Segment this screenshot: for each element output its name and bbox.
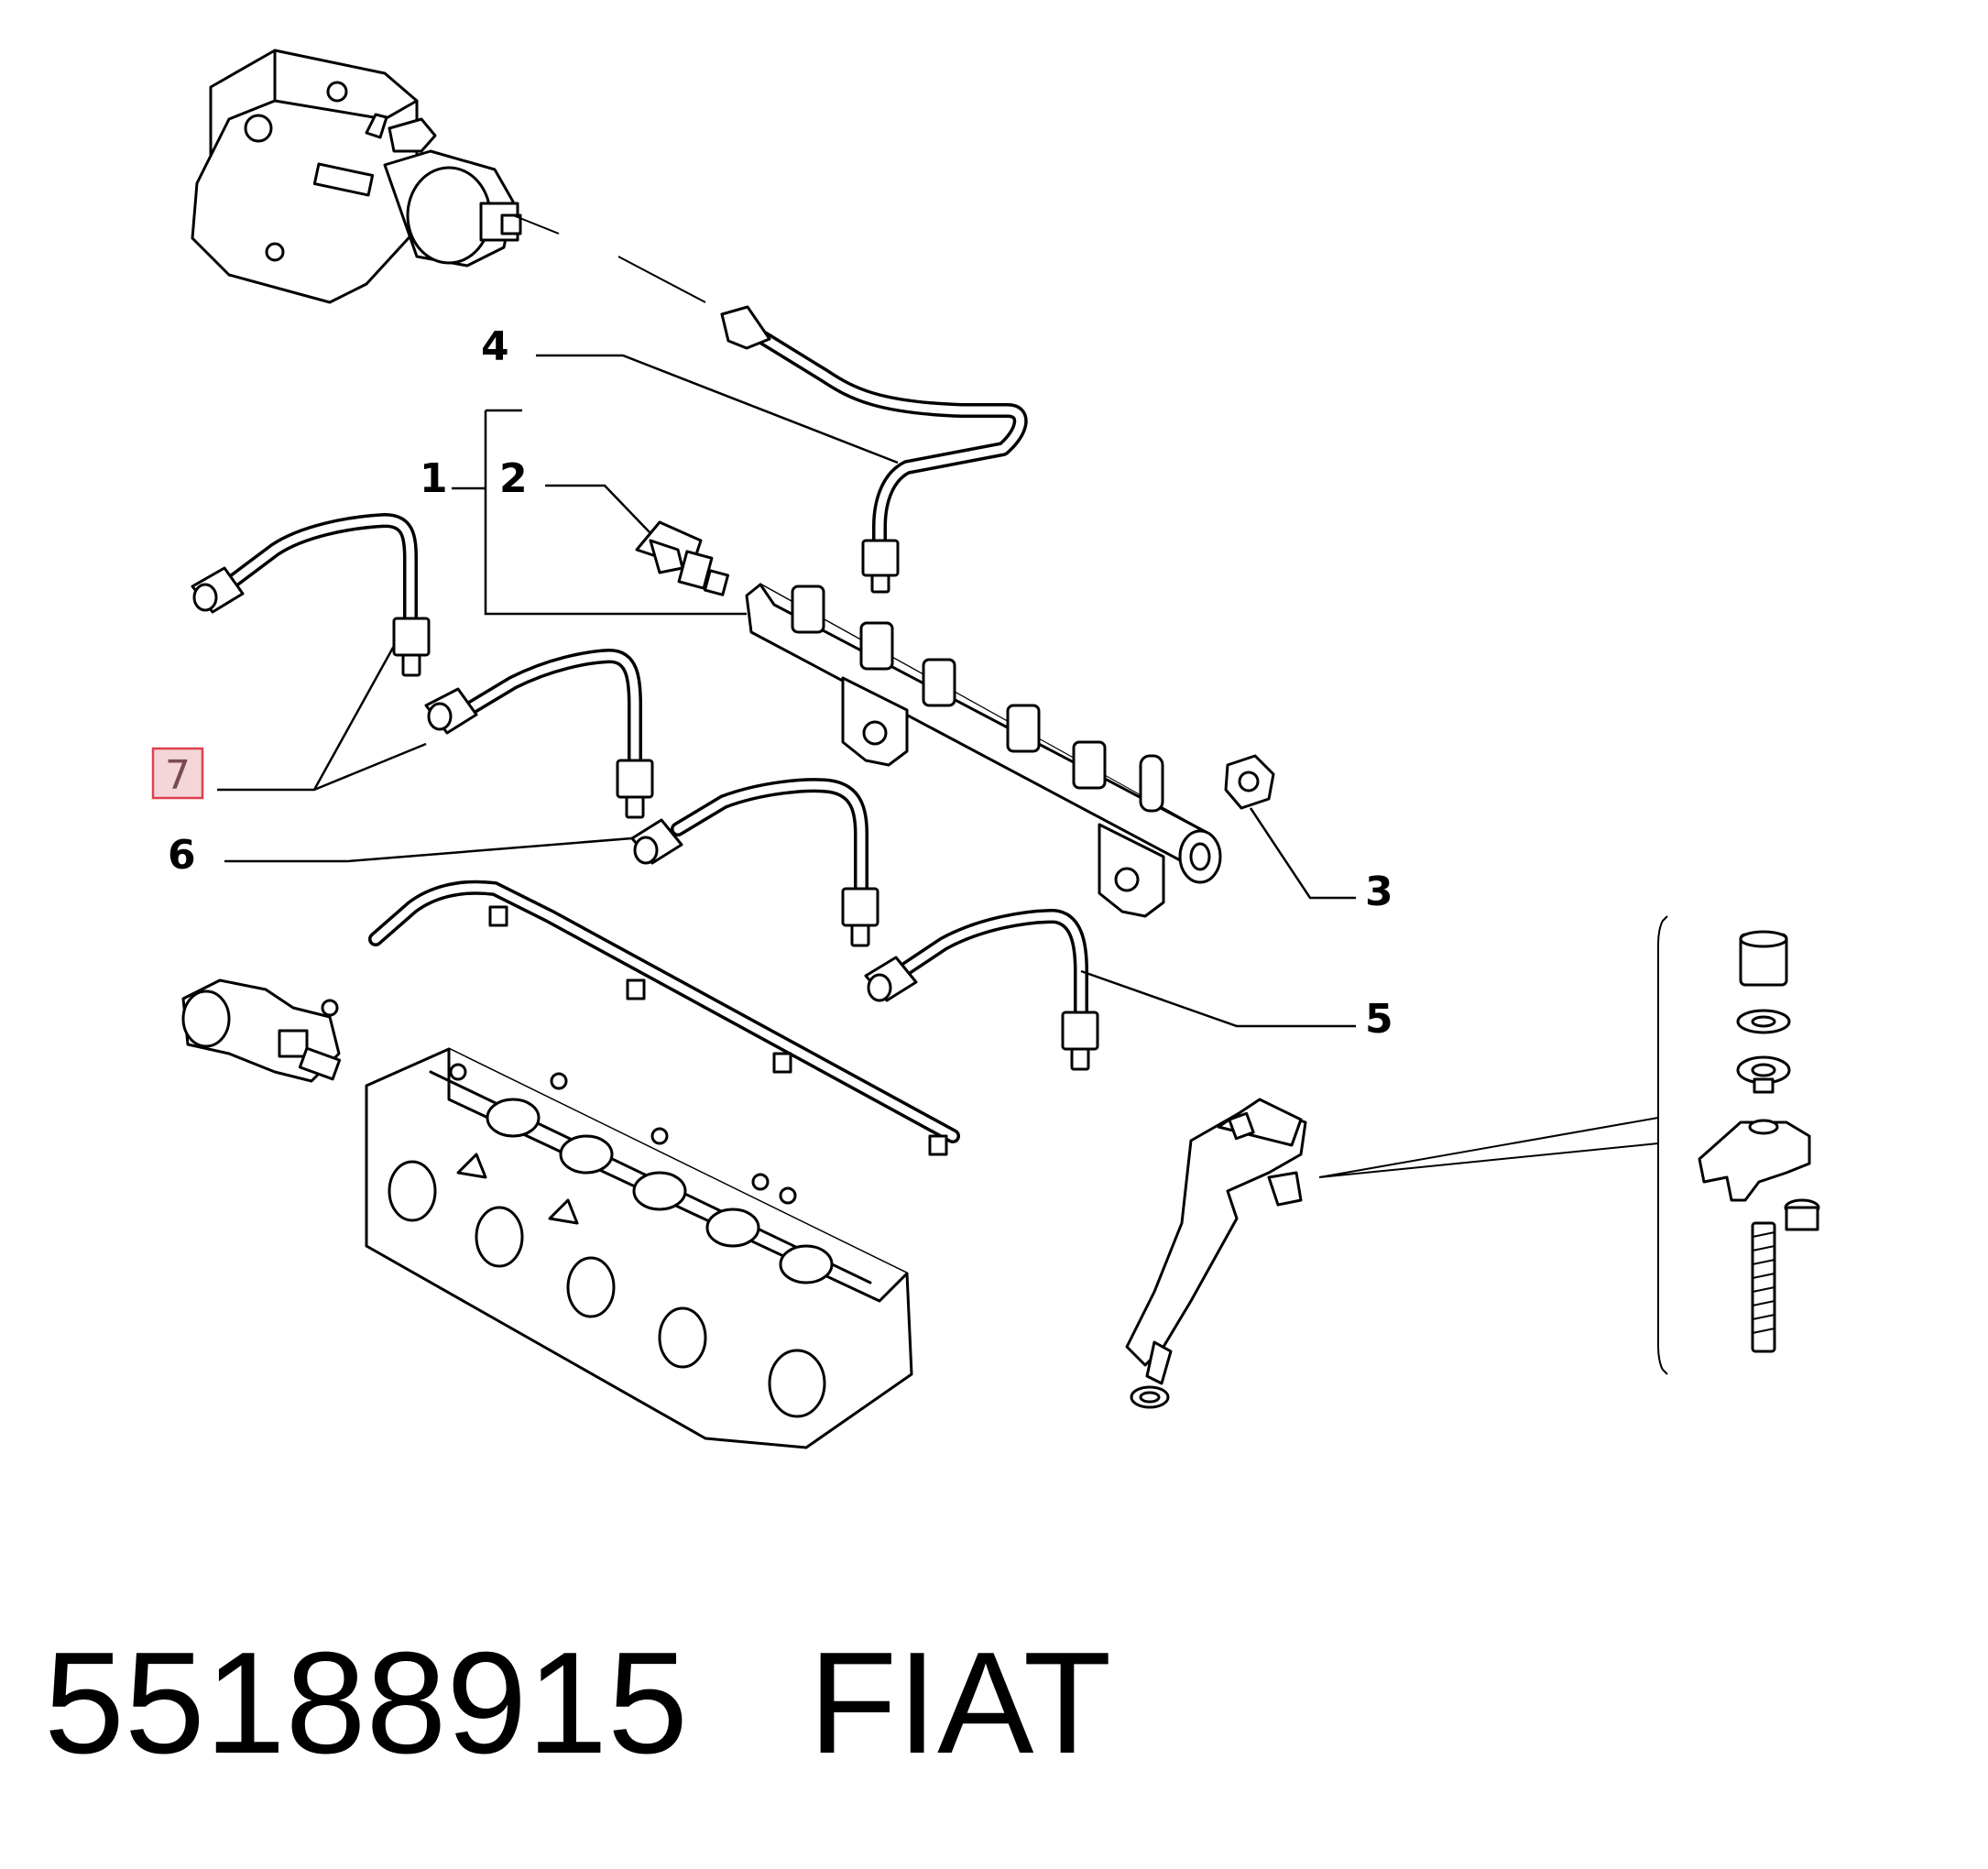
leader-4 xyxy=(536,354,899,465)
part-caption: 55188915 FIAT xyxy=(44,1631,1111,1776)
leader-1 xyxy=(452,409,747,616)
leader-6 xyxy=(224,836,633,863)
injector-pipe-7a xyxy=(191,513,431,677)
injector-pipe-5 xyxy=(864,909,1099,1071)
leader-7 xyxy=(217,645,427,792)
rail-pressure-sensor xyxy=(635,520,730,596)
callout-4: 4 xyxy=(481,323,509,370)
fuel-return-hose xyxy=(368,880,960,1156)
sensor-module xyxy=(181,978,342,1083)
hex-nut xyxy=(1224,754,1275,810)
callout-2: 2 xyxy=(499,455,528,502)
injector-mounting-kit xyxy=(1657,915,1820,1375)
callout-3: 3 xyxy=(1365,869,1393,915)
fuel-injector xyxy=(1125,1098,1307,1409)
pump-to-rail-pipe xyxy=(720,305,1028,594)
callout-7: 7 xyxy=(165,752,191,799)
highlight-box-7 xyxy=(151,747,204,800)
leader-3 xyxy=(1249,807,1356,900)
callout-6: 6 xyxy=(168,832,196,879)
brand-name: FIAT xyxy=(808,1623,1112,1784)
leader-5 xyxy=(1080,969,1356,1028)
high-pressure-pump xyxy=(191,49,522,304)
part-number: 55188915 xyxy=(44,1623,688,1784)
cylinder-head xyxy=(365,1047,913,1449)
callout-5: 5 xyxy=(1365,996,1393,1043)
fuel-rail xyxy=(745,583,1222,918)
callout-1: 1 xyxy=(420,455,448,502)
leader-2 xyxy=(545,484,651,534)
injector-pipe-7b xyxy=(424,649,654,819)
injector-pipe-6 xyxy=(630,778,879,947)
